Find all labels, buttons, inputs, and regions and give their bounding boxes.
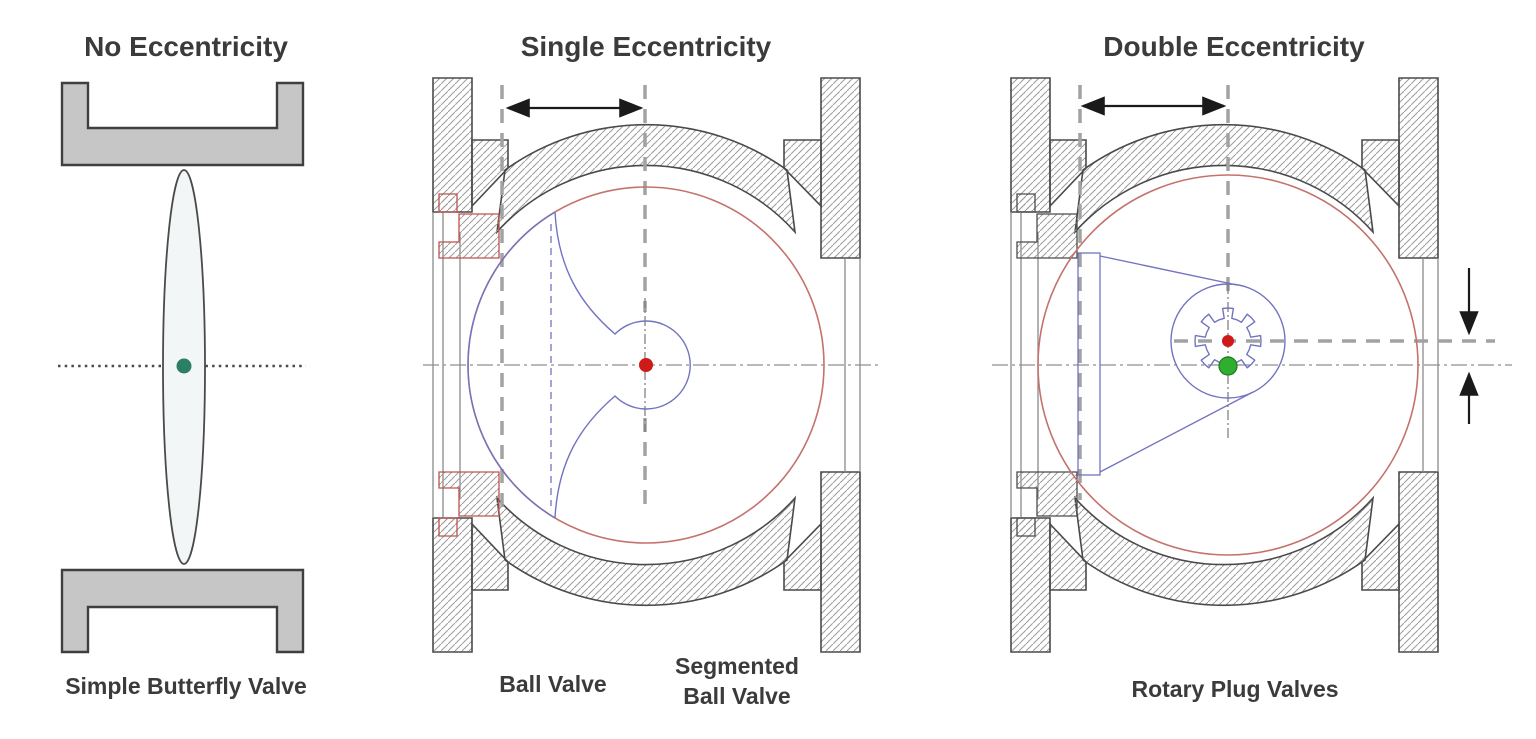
plug-cone-upper-line [1099, 255, 1238, 286]
panel-caption: Simple Butterfly Valve [65, 673, 307, 699]
panel-single-eccentricity: Single Eccentricity Ball Valve Segmented… [423, 31, 880, 709]
plug-center-dot [1218, 356, 1238, 376]
shaft-center-dot [639, 358, 653, 372]
disc-center-dot [176, 358, 192, 374]
panel-title: Single Eccentricity [521, 31, 772, 62]
panel-title: Double Eccentricity [1103, 31, 1365, 62]
ball-segment-arc [467, 211, 556, 519]
caption-ball-valve: Ball Valve [499, 671, 606, 697]
caption-segmented-line1: Segmented [675, 653, 799, 679]
panel-caption: Rotary Plug Valves [1131, 676, 1338, 702]
plug-cone-lower-line [1099, 391, 1254, 473]
pipe-bracket-top [60, 81, 305, 167]
panel-double-eccentricity: Double Eccentricity Rotary Plug Valves [992, 31, 1512, 702]
shaft-circle [1170, 283, 1286, 399]
caption-segmented-line2: Ball Valve [683, 683, 790, 709]
plug-seal-circle [1037, 174, 1419, 556]
segment-scoop-profile [554, 211, 691, 519]
panel-no-eccentricity: No Eccentricity Simple Butterfly Valve [58, 31, 307, 699]
shaft-center-dot [1222, 335, 1234, 347]
pipe-bracket-bottom [60, 568, 305, 654]
seat-ring [1077, 252, 1101, 476]
panel-title: No Eccentricity [84, 31, 288, 62]
